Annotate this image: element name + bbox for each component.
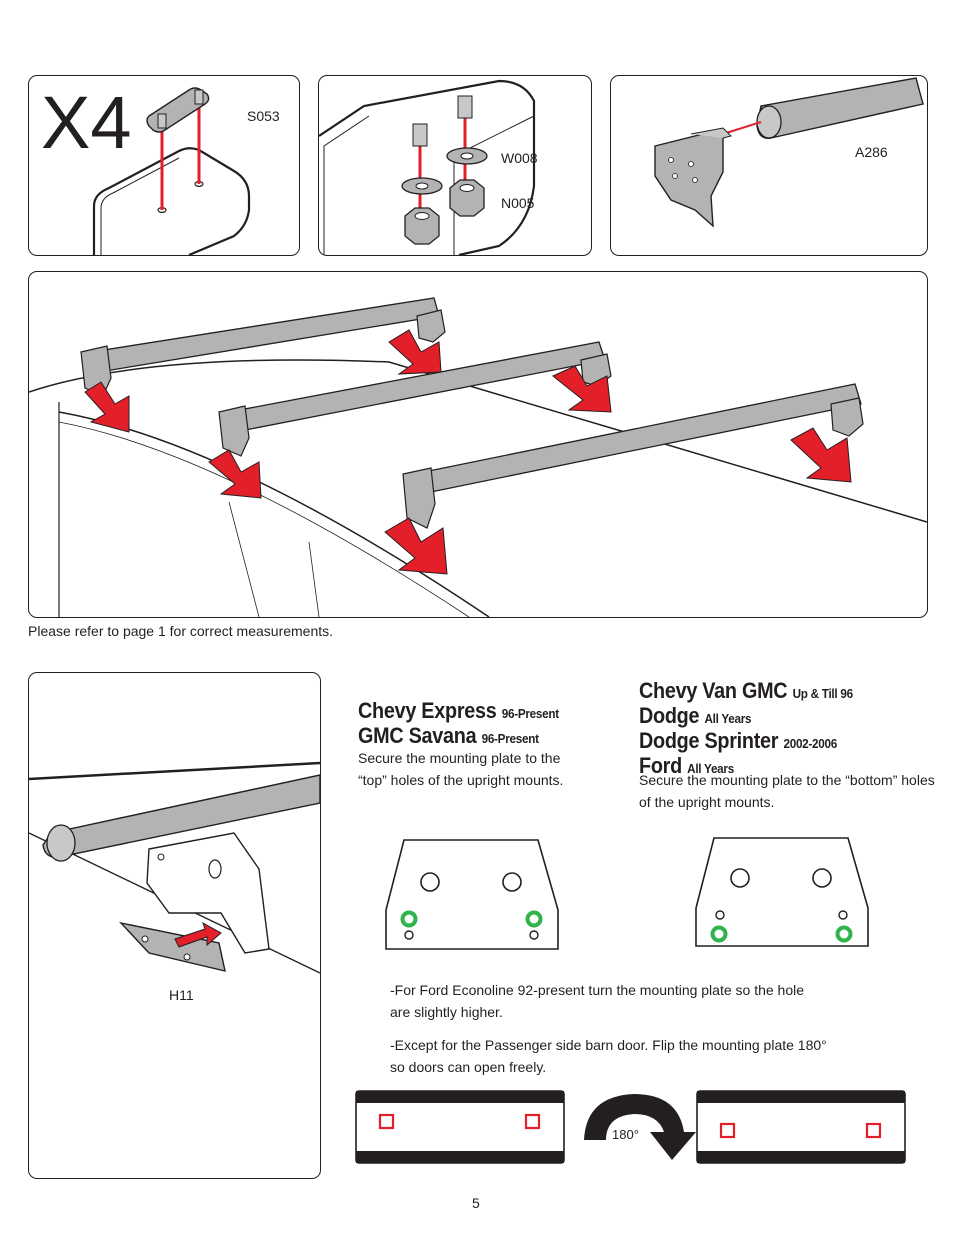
part-label-w008: W008 bbox=[501, 150, 538, 166]
plate-diagram-bottom-holes bbox=[695, 837, 869, 947]
h11-illustration bbox=[29, 761, 320, 974]
hardware-illustration bbox=[319, 79, 536, 255]
heading-chevy-van: Chevy Van GMC Up & Till 96 Dodge All Yea… bbox=[639, 680, 877, 780]
instruction-bottom-line2: of the upright mounts. bbox=[639, 794, 775, 810]
panel-hardware: W008 N005 bbox=[318, 75, 592, 256]
model-chevy-van-gmc: Chevy Van GMC bbox=[639, 678, 788, 703]
model-gmc-savana: GMC Savana bbox=[358, 723, 477, 748]
heading-chevy-express: Chevy Express 96-Present GMC Savana 96-P… bbox=[358, 700, 581, 750]
panel-a286: A286 bbox=[610, 75, 928, 256]
rotation-label: 180° bbox=[612, 1127, 639, 1142]
quantity-label: X4 bbox=[41, 81, 132, 164]
plate-before-flip bbox=[355, 1090, 565, 1164]
crossbar-1 bbox=[80, 297, 446, 397]
part-label-h11: H11 bbox=[169, 987, 194, 1003]
part-label-s053: S053 bbox=[247, 108, 280, 124]
rotate-arrow-icon bbox=[584, 1094, 696, 1160]
green-hole-top-left bbox=[400, 910, 418, 928]
instruction-top-line1: Secure the mounting plate to the bbox=[358, 750, 561, 766]
panel-roof-install bbox=[28, 271, 928, 618]
part-label-n005: N005 bbox=[501, 195, 535, 211]
crossbar-2 bbox=[218, 341, 612, 457]
years-chevy-express: 96-Present bbox=[501, 706, 559, 721]
green-hole-top-right bbox=[525, 910, 543, 928]
years-chevy-van-gmc: Up & Till 96 bbox=[792, 686, 854, 701]
plate-after-flip bbox=[696, 1090, 906, 1164]
green-hole-bottom-right bbox=[835, 925, 853, 943]
crossbar-3 bbox=[402, 383, 864, 529]
s053-illustration: X4 bbox=[41, 81, 251, 255]
measurements-note: Please refer to page 1 for correct measu… bbox=[28, 623, 334, 639]
ford-note-line1: -For Ford Econoline 92-present turn the … bbox=[390, 982, 805, 998]
part-label-a286: A286 bbox=[855, 144, 888, 160]
green-hole-bottom-left bbox=[710, 925, 728, 943]
panel-h11: H11 bbox=[28, 672, 321, 1179]
roof-install-illustration bbox=[29, 297, 927, 617]
instruction-bottom-line1: Secure the mounting plate to the “bottom… bbox=[639, 772, 935, 788]
years-dodge: All Years bbox=[704, 711, 752, 726]
panel-s053: X4 S053 bbox=[28, 75, 300, 256]
ford-note-line2: are slightly higher. bbox=[390, 1004, 503, 1020]
years-dodge-sprinter: 2002-2006 bbox=[783, 736, 837, 751]
years-ford: All Years bbox=[687, 761, 734, 776]
down-arrows bbox=[84, 329, 852, 575]
barn-note-line1: -Except for the Passenger side barn door… bbox=[390, 1037, 827, 1053]
model-dodge-sprinter: Dodge Sprinter bbox=[639, 728, 779, 753]
page-number: 5 bbox=[472, 1195, 480, 1211]
years-gmc-savana: 96-Present bbox=[481, 731, 539, 746]
barn-note-line2: so doors can open freely. bbox=[390, 1059, 547, 1075]
plate-diagram-top-holes bbox=[385, 839, 559, 950]
model-chevy-express: Chevy Express bbox=[358, 698, 497, 723]
instruction-top-line2: “top” holes of the upright mounts. bbox=[358, 772, 564, 788]
a286-illustration bbox=[654, 77, 924, 228]
model-ford: Ford bbox=[639, 753, 682, 778]
model-dodge: Dodge bbox=[639, 703, 700, 728]
